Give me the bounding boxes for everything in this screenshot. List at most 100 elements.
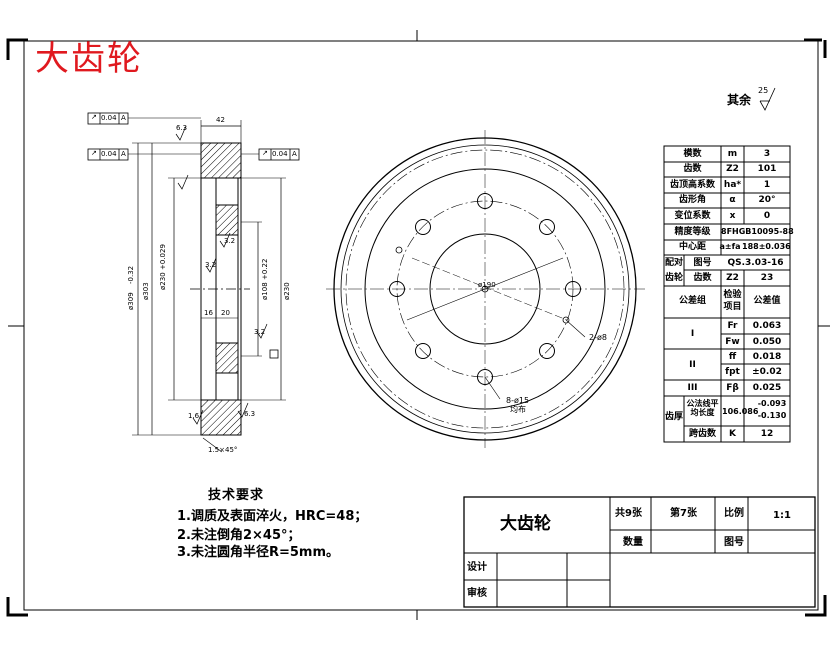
section-view <box>87 112 300 453</box>
tol-group: I <box>690 329 695 339</box>
dim-d230-tol: +0.029 <box>159 244 167 270</box>
dim-d108-tol: +0.22 <box>261 258 269 280</box>
span-val: 12 <box>760 429 774 439</box>
dim-d230b: ø230 <box>283 282 291 300</box>
roughness-label: 6.3 <box>176 124 188 132</box>
param-sym: x <box>729 211 736 221</box>
param-name: 变位系数 <box>674 211 711 221</box>
roughness-label: 3.2 <box>205 261 217 269</box>
sheet-total: 共9张 <box>615 508 642 519</box>
part-name: 大齿轮 <box>500 514 551 534</box>
param-sym: α <box>729 195 736 205</box>
mate-drawing-no-label: 图号 <box>693 258 712 268</box>
dim-w20: 20 <box>221 309 230 317</box>
tol-group-header: 公差组 <box>678 296 706 306</box>
thickness-label: 齿厚 <box>664 412 683 422</box>
accuracy-label: 精度等级 <box>674 227 711 237</box>
mate-drawing-no-value: QS.3.03-16 <box>727 258 784 268</box>
dim-d108: ø108 <box>261 282 269 300</box>
title-block <box>463 496 816 608</box>
param-name: 齿顶高系数 <box>669 180 715 190</box>
surface-finish-value: 25 <box>758 86 769 95</box>
groove-label: 2-ø8 <box>589 333 607 342</box>
check-sym: fpt <box>725 367 740 377</box>
corner-marks <box>6 38 827 617</box>
sheet-number: 第7张 <box>670 508 697 519</box>
check-item-header-2: 项目 <box>723 302 742 312</box>
center-distance-sym: a±fa <box>719 242 741 251</box>
surface-finish-label: 其余 <box>727 93 752 107</box>
mating-label-1: 配对 <box>664 258 683 268</box>
checker-label: 审核 <box>467 588 487 599</box>
roughness-symbol <box>759 87 776 111</box>
roughness-label: 3.2 <box>224 237 236 245</box>
tol-val: ±0.02 <box>752 367 782 377</box>
tech-req-item: 2.未注倒角2×45°； <box>177 528 301 543</box>
tolerance-value-3: 0.04 <box>272 150 288 158</box>
span-label: 跨齿数 <box>688 429 716 439</box>
check-sym: ff <box>728 352 737 362</box>
hole-sublabel: 均布 <box>510 405 526 414</box>
thickness-value: 106.086 <box>722 407 759 416</box>
tol-val: 0.025 <box>752 383 782 393</box>
check-item-header-1: 检验 <box>723 290 742 300</box>
gear-parameter-table <box>663 145 791 443</box>
dim-chamfer: 1.5×45° <box>208 446 238 454</box>
front-view <box>326 130 645 448</box>
mate-teeth-value: 23 <box>760 273 774 283</box>
tol-val: 0.063 <box>752 321 782 331</box>
mate-teeth-sym: Z2 <box>726 273 739 283</box>
thickness-tol-lower: -0.130 <box>757 411 787 420</box>
tol-val: 0.018 <box>752 352 782 362</box>
quantity-label: 数量 <box>623 537 643 548</box>
drawing-border <box>23 40 819 611</box>
roughness-label: 6.3 <box>244 410 256 418</box>
runout-icon: ↗ <box>91 113 97 121</box>
dim-w16: 16 <box>204 309 213 317</box>
param-name: 齿形角 <box>678 195 706 205</box>
dim-od: ø309 <box>127 292 135 310</box>
designer-label: 设计 <box>467 562 487 573</box>
center-distance-label: 中心距 <box>678 242 706 252</box>
tolerance-datum-2: A <box>121 150 126 158</box>
param-sym: m <box>727 149 738 159</box>
tolerance-datum-1: A <box>121 114 126 122</box>
dim-width-top: 42 <box>216 116 225 124</box>
dim-od-tol: -0.32 <box>127 265 135 284</box>
param-val: 1 <box>763 180 771 190</box>
roughness-label: 1.6 <box>188 412 200 420</box>
runout-icon: ↗ <box>91 149 97 157</box>
param-sym: ha* <box>723 180 742 190</box>
mate-teeth-label: 齿数 <box>693 273 712 283</box>
param-val: 0 <box>763 211 771 221</box>
thickness-item: 公法线平均长度 <box>686 399 719 417</box>
tech-req-item: 3.未注圆角半径R=5mm。 <box>177 545 340 560</box>
span-sym: K <box>729 429 736 439</box>
tol-val: 0.050 <box>752 337 782 347</box>
scale-value: 1:1 <box>773 510 791 521</box>
centering-ticks <box>8 30 830 620</box>
tol-group: II <box>689 360 696 370</box>
runout-icon: ↗ <box>262 149 268 157</box>
mating-label-2: 齿轮 <box>664 273 683 283</box>
dim-d230: ø230 <box>159 272 167 290</box>
tol-group: III <box>687 383 698 393</box>
hole-label: 8-ø15 <box>506 396 530 405</box>
param-val: 3 <box>763 149 771 159</box>
param-val: 20° <box>758 195 776 205</box>
check-sym: Fβ <box>726 383 739 393</box>
title-overlay: 大齿轮 <box>35 39 143 79</box>
param-name: 模数 <box>683 149 702 159</box>
tech-req-item: 1.调质及表面淬火，HRC=48； <box>177 509 368 524</box>
thickness-tol-upper: -0.093 <box>757 399 787 408</box>
tolerance-value-1: 0.04 <box>101 114 117 122</box>
scale-label: 比例 <box>724 508 744 519</box>
tolerance-value-2: 0.04 <box>101 150 117 158</box>
tolerance-datum-3: A <box>292 150 297 158</box>
accuracy-value: 8FHGB10095-88 <box>721 227 794 236</box>
check-sym: Fw <box>725 337 740 347</box>
param-name: 齿数 <box>683 164 702 174</box>
param-sym: Z2 <box>726 164 739 174</box>
roughness-label: 3.2 <box>254 328 266 336</box>
